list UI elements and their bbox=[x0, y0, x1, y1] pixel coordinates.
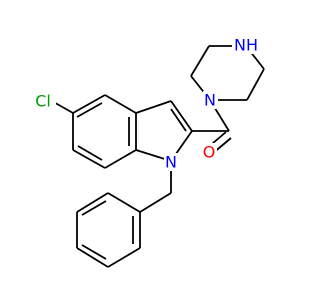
indole-pyrrole-ring bbox=[135, 100, 193, 162]
bond-c3a-c4 bbox=[104, 94, 137, 114]
bond-c6-c7 bbox=[72, 149, 106, 169]
atom-n-amide-text: N bbox=[204, 91, 216, 110]
bond-pip-c2-c3 bbox=[190, 45, 210, 77]
bond-c6-c7-inner bbox=[77, 145, 103, 161]
atom-label-n-amide: N bbox=[203, 91, 218, 110]
bond-c3-c2-inner bbox=[170, 108, 187, 132]
atom-label-nh: NH bbox=[232, 36, 260, 55]
bond-pip-c5-c6 bbox=[246, 68, 265, 101]
bond-c4-c5-inner bbox=[76, 102, 103, 118]
bond-ch2-phenyl bbox=[139, 192, 172, 213]
indole-benzene-ring bbox=[72, 94, 137, 169]
bond-ph-c5-c6 bbox=[107, 247, 141, 268]
bond-ph-c4-c5-inner bbox=[81, 244, 107, 260]
phenyl-ring bbox=[76, 192, 141, 268]
bond-ph-c2-c3 bbox=[76, 192, 109, 213]
atom-label-n-indole: N bbox=[164, 153, 179, 172]
molecule-structure: Cl N O N NH bbox=[32, 35, 265, 268]
atom-cl-text: Cl bbox=[35, 92, 51, 111]
bond-ph-c4-c5 bbox=[76, 247, 109, 268]
atom-n-indole-text: N bbox=[165, 153, 177, 172]
bond-c3a-c3 bbox=[135, 100, 172, 114]
atom-o-text: O bbox=[203, 143, 216, 162]
atom-nh-text: NH bbox=[234, 36, 258, 55]
atom-label-o: O bbox=[202, 143, 217, 162]
bond-c3-c2 bbox=[170, 100, 193, 132]
bond-ph-c1-c2 bbox=[107, 192, 141, 213]
atom-label-cl: Cl bbox=[32, 92, 56, 111]
bond-c4-c5 bbox=[72, 94, 106, 114]
bond-ph-c2-c3-inner bbox=[81, 200, 107, 216]
bond-c7-c7a bbox=[104, 149, 137, 169]
